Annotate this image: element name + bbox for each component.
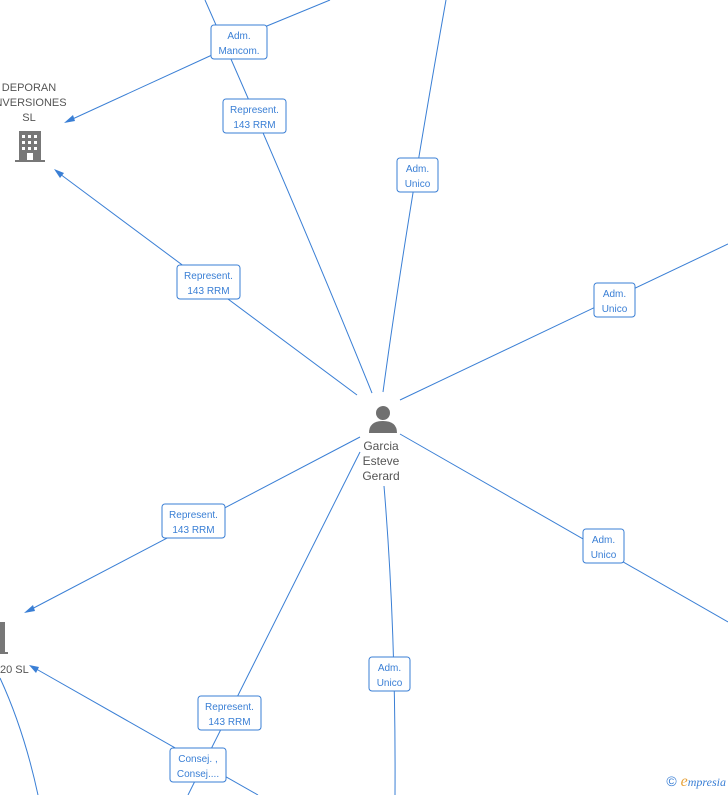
edge-label[interactable]: Adm. Unico	[396, 157, 439, 193]
edge-line	[187, 451, 361, 795]
edge-label[interactable]: Adm. Unico	[582, 528, 625, 564]
edge-label[interactable]: Adm. Mancom.	[210, 24, 268, 60]
company-node-deporan[interactable]: DEPORAN INVERSIONES SL	[0, 82, 67, 162]
edge-label[interactable]: Represent. 143 RRM	[222, 98, 287, 134]
edge-label-line-2: Mancom.	[218, 46, 259, 57]
edge-label-box	[169, 747, 227, 783]
edge-label-line-1: Represent.	[230, 105, 279, 116]
company-name-line-3: SL	[22, 112, 35, 124]
edge-label-line-2: Unico	[377, 678, 403, 689]
edge-label-box	[197, 695, 262, 731]
edge-line	[261, 0, 331, 29]
edge-label[interactable]: Represent. 143 RRM	[161, 503, 226, 539]
brand-name: mpresia	[687, 775, 726, 789]
edge-label-line-1: Adm.	[592, 535, 615, 546]
company-name-line-1: 20 SL	[0, 664, 29, 676]
edge-label-box	[222, 98, 287, 134]
arrowhead	[64, 115, 75, 123]
edge-line	[383, 485, 396, 795]
edge-label-line-2: 143 RRM	[172, 525, 214, 536]
edge-label-line-2: 143 RRM	[187, 286, 229, 297]
brand-initial: e	[680, 773, 688, 790]
edge-label[interactable]: Adm. Unico	[593, 282, 636, 318]
company-name-line-2: INVERSIONES	[0, 97, 67, 109]
edge-label-line-1: Adm.	[603, 289, 626, 300]
edge-label-line-2: Consej....	[177, 769, 219, 780]
edge-label-box	[593, 282, 636, 318]
edge-label-box	[368, 656, 411, 692]
edge-line	[382, 0, 447, 393]
edge-line	[65, 54, 213, 123]
edge-label-line-2: Unico	[591, 550, 617, 561]
person-icon	[369, 406, 397, 433]
edge-label-line-2: Unico	[602, 304, 628, 315]
person-name-line-1: Garcia	[363, 439, 399, 453]
building-icon	[15, 131, 45, 162]
edge-line	[0, 677, 39, 795]
copyright-symbol: ©	[666, 773, 677, 789]
edge-label[interactable]: Represent. 143 RRM	[197, 695, 262, 731]
edge-label-box	[582, 528, 625, 564]
edge-labels-layer: Adm.Mancom.Represent.143 RRMAdm.UnicoRep…	[161, 24, 636, 783]
edge-label[interactable]: Adm. Unico	[368, 656, 411, 692]
arrowhead	[29, 665, 39, 673]
edge-label-line-1: Adm.	[227, 31, 250, 42]
edge-label-box	[210, 24, 268, 60]
edge-label-line-1: Consej. ,	[178, 754, 217, 765]
edge-label[interactable]: Represent. 143 RRM	[176, 264, 241, 300]
person-name-line-2: Esteve	[363, 454, 400, 468]
building-icon	[0, 622, 8, 654]
edge-label-line-1: Adm.	[406, 164, 429, 175]
edge-label-line-2: Unico	[405, 179, 431, 190]
edge-label-line-2: 143 RRM	[233, 120, 275, 131]
arrowhead	[24, 605, 35, 613]
person-node[interactable]: Garcia Esteve Gerard	[362, 406, 400, 483]
edge-label-line-1: Represent.	[169, 510, 218, 521]
company-name-line-1: DEPORAN	[2, 82, 56, 94]
edge-label-box	[396, 157, 439, 193]
edge-label-box	[176, 264, 241, 300]
edge-label-line-1: Represent.	[205, 702, 254, 713]
edge-label-line-1: Adm.	[378, 663, 401, 674]
person-name-line-3: Gerard	[362, 469, 399, 483]
edge-label-line-2: 143 RRM	[208, 717, 250, 728]
edge-label-line-1: Represent.	[184, 271, 233, 282]
edge-label[interactable]: Consej. , Consej....	[169, 747, 227, 783]
brand-logo: ©empresia	[666, 773, 726, 791]
company-node-20-sl[interactable]: 20 SL	[0, 622, 29, 676]
edge-line	[399, 243, 728, 401]
arrowhead	[54, 169, 64, 178]
edge-line	[399, 433, 728, 623]
edge-label-box	[161, 503, 226, 539]
